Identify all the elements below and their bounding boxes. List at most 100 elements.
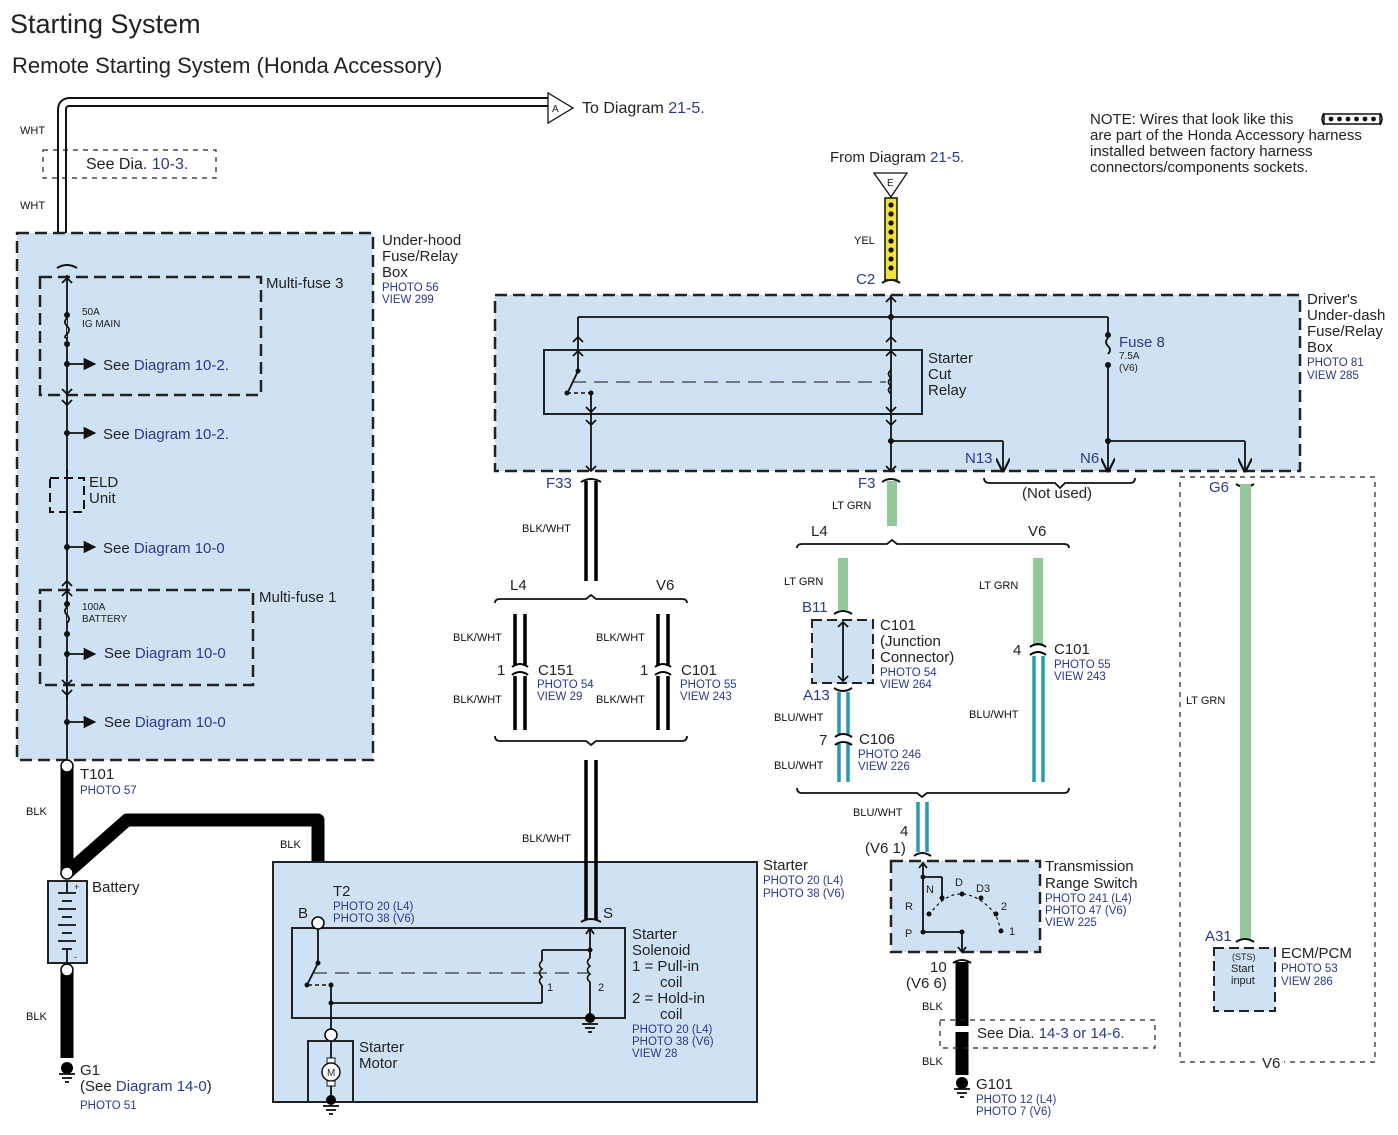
- junction-view: VIEW 264: [880, 679, 932, 691]
- trs-pin-top-v6: (V6 1): [865, 840, 906, 857]
- see-dia-10-3-label[interactable]: See Dia. 10-3.: [86, 156, 188, 173]
- svg-text:E: E: [887, 178, 894, 189]
- harness-dot: [888, 229, 894, 235]
- c106-pin: 7: [819, 732, 827, 749]
- see-diagram-10-2-link-a[interactable]: See Diagram 10-2.: [103, 357, 229, 374]
- ltgrn-wire-f3[interactable]: [887, 481, 897, 526]
- junction-photo: PHOTO 54: [880, 667, 937, 679]
- driver-box-view: VIEW 285: [1307, 370, 1359, 382]
- junction-desc-1: (Junction: [880, 633, 941, 650]
- ltgrn-wire-ecm[interactable]: [1240, 484, 1251, 939]
- c151-pin: 1: [497, 662, 505, 679]
- v6-region-label: V6: [1262, 1055, 1280, 1072]
- bluwht-wire-to-trs[interactable]: [916, 802, 929, 852]
- trs-pos-1: 1: [1009, 926, 1015, 938]
- offpage-connector-e[interactable]: E: [872, 172, 909, 199]
- trs-name-2: Range Switch: [1045, 875, 1138, 892]
- bluwht-wire-v6[interactable]: [1032, 656, 1045, 782]
- battery-label: Battery: [92, 879, 140, 896]
- c101-v6-pin: 4: [1013, 642, 1021, 659]
- yel-accessory-wire[interactable]: [884, 197, 898, 281]
- blkwht-top-brace: [494, 593, 688, 604]
- underhood-box-name-1: Under-hood: [382, 232, 461, 249]
- ecm-pcm-box: [1213, 947, 1276, 1012]
- wire-color-blk-4: BLK: [922, 1001, 943, 1013]
- see-diagram-10-2-link-b[interactable]: See Diagram 10-2.: [103, 426, 229, 443]
- wire-color-bluwht-3: BLU/WHT: [969, 709, 1019, 721]
- g101-photo-l4: PHOTO 12 (L4): [976, 1094, 1056, 1106]
- accessory-harness-wire-icon: [1321, 112, 1383, 126]
- see-dia-14-label[interactable]: See Dia. 14-3 or 14-6.: [977, 1025, 1125, 1042]
- trs-photo-l4: PHOTO 241 (L4): [1045, 893, 1132, 905]
- see-diagram-10-0-link-a[interactable]: See Diagram 10-0: [103, 540, 225, 557]
- wire-color-blkwht-6: BLK/WHT: [522, 833, 571, 845]
- ground-g1-icon: [59, 1062, 75, 1083]
- driver-box-name-3: Fuse/Relay: [1307, 323, 1383, 340]
- harness-dot: [888, 211, 894, 217]
- note-line-4: connectors/components sockets.: [1090, 159, 1308, 176]
- driver-box-name-4: Box: [1307, 339, 1333, 356]
- wire-color-blkwht-4: BLK/WHT: [596, 632, 645, 644]
- f33-label: F33: [546, 475, 572, 492]
- starter-ground-icon: [582, 1013, 598, 1033]
- wire-color-blk-1: BLK: [26, 806, 47, 818]
- fuse-8-variant: (V6): [1119, 363, 1138, 374]
- underhood-box-photo: PHOTO 56: [382, 282, 439, 294]
- trs-view: VIEW 225: [1045, 917, 1097, 929]
- g1-see-diagram[interactable]: (See Diagram 14-0): [80, 1078, 212, 1095]
- terminal-s-label: S: [603, 905, 613, 922]
- wire-color-blk-2: BLK: [280, 839, 301, 851]
- fuse-50a-rating: 50A: [82, 307, 100, 318]
- wht-wire[interactable]: [57, 97, 548, 265]
- see-diagram-10-0-link-c[interactable]: See Diagram 10-0: [104, 714, 226, 731]
- harness-dot: [1371, 116, 1376, 122]
- b11-label: B11: [802, 599, 828, 616]
- offpage-connector-a[interactable]: A: [547, 91, 575, 125]
- fuse-8-label: Fuse 8: [1119, 334, 1165, 351]
- eld-unit-label-1: ELD: [89, 474, 118, 491]
- c101-label: C101: [681, 662, 717, 679]
- ltgrn-v6-label: V6: [1028, 523, 1046, 540]
- solenoid-view: VIEW 28: [632, 1048, 677, 1060]
- c106-connector-icon: [834, 733, 853, 746]
- coil-2-label: 2: [598, 982, 604, 994]
- from-diagram-label: From Diagram 21-5.: [830, 149, 964, 166]
- harness-dot: [1354, 116, 1359, 122]
- svg-text:M: M: [327, 1068, 335, 1079]
- ltgrn-wire-l4[interactable]: [838, 558, 848, 610]
- fuse-100a-name: BATTERY: [82, 614, 128, 625]
- c106-photo: PHOTO 246: [858, 749, 921, 761]
- ecm-inner-input: input: [1231, 975, 1255, 987]
- c101-v6-photo: PHOTO 55: [1054, 659, 1111, 671]
- blkwht-wire-to-starter[interactable]: [584, 760, 598, 920]
- blkwht-wire-f33[interactable]: [584, 481, 598, 581]
- ltgrn-wire-v6[interactable]: [1033, 558, 1043, 646]
- ecm-view: VIEW 286: [1281, 976, 1333, 988]
- fuse-50a-icon: [64, 312, 70, 347]
- pull-in-coil-icon: [538, 960, 544, 986]
- solenoid-photo-l4: PHOTO 20 (L4): [632, 1024, 712, 1036]
- solenoid-label-6: coil: [660, 1006, 683, 1023]
- c101-photo: PHOTO 55: [680, 679, 737, 691]
- coil-1-label: 1: [547, 982, 553, 994]
- fuse-8-rating: 7.5A: [1119, 351, 1140, 362]
- wire-color-ltgrn-3: LT GRN: [979, 580, 1018, 592]
- t2-photo-v6: PHOTO 38 (V6): [333, 913, 415, 925]
- relay-label-1: Starter: [928, 350, 973, 367]
- ecm-inner-start: Start: [1231, 963, 1254, 975]
- f3-label: F3: [858, 475, 876, 492]
- see-diagram-10-0-link-b[interactable]: See Diagram 10-0: [104, 645, 226, 662]
- blkwht-l4-label: L4: [510, 577, 527, 594]
- eld-unit-label-2: Unit: [89, 490, 117, 507]
- trs-photo-v6: PHOTO 47 (V6): [1045, 905, 1127, 917]
- solenoid-label-2: Solenoid: [632, 942, 690, 959]
- wire-color-blk-3: BLK: [26, 1011, 47, 1023]
- starter-photo-l4: PHOTO 20 (L4): [763, 875, 843, 887]
- relay-coil-icon: [887, 369, 893, 395]
- g101-photo-v6: PHOTO 7 (V6): [976, 1106, 1051, 1118]
- a13-label: A13: [803, 687, 830, 704]
- hold-in-coil-icon: [586, 957, 592, 983]
- junction-desc-2: Connector): [880, 649, 954, 666]
- transmission-range-switch-box: [889, 859, 1042, 954]
- wire-color-bluwht-1: BLU/WHT: [774, 712, 824, 724]
